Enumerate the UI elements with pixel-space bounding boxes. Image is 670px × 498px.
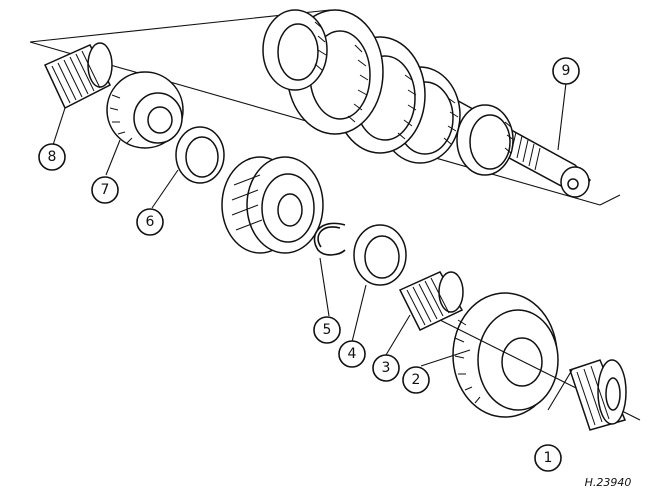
needle-roller-bearing-upper bbox=[43, 42, 113, 110]
callout-4: 4 bbox=[338, 340, 366, 368]
synchro-ring-lower bbox=[353, 224, 407, 286]
callout-label: 2 bbox=[412, 372, 421, 388]
callout-label: 8 bbox=[48, 149, 57, 165]
callout-label: 6 bbox=[146, 214, 155, 230]
callout-label: 9 bbox=[562, 63, 571, 79]
gear-upper bbox=[106, 71, 184, 149]
leader-lines bbox=[52, 82, 573, 411]
callout-label: 1 bbox=[544, 450, 553, 466]
callout-8: 8 bbox=[38, 143, 66, 171]
callout-label: 3 bbox=[382, 360, 391, 376]
mainshaft-assembly bbox=[262, 9, 592, 198]
callout-2: 2 bbox=[402, 366, 430, 394]
figure-reference: H.23940 bbox=[585, 476, 632, 489]
synchro-hub-sleeve bbox=[221, 156, 324, 254]
needle-roller-bearing-lower bbox=[398, 271, 464, 331]
synchro-ring-upper bbox=[175, 126, 225, 184]
callout-7: 7 bbox=[91, 176, 119, 204]
tapered-roller-bearing bbox=[569, 359, 627, 431]
callout-5: 5 bbox=[313, 316, 341, 344]
callout-6: 6 bbox=[136, 208, 164, 236]
callout-label: 4 bbox=[348, 346, 357, 362]
callout-1: 1 bbox=[534, 444, 562, 472]
large-gear bbox=[439, 292, 641, 421]
callout-label: 5 bbox=[323, 322, 332, 338]
callout-label: 7 bbox=[101, 182, 110, 198]
callout-3: 3 bbox=[372, 354, 400, 382]
callout-9: 9 bbox=[552, 57, 580, 85]
circlip bbox=[313, 222, 346, 256]
